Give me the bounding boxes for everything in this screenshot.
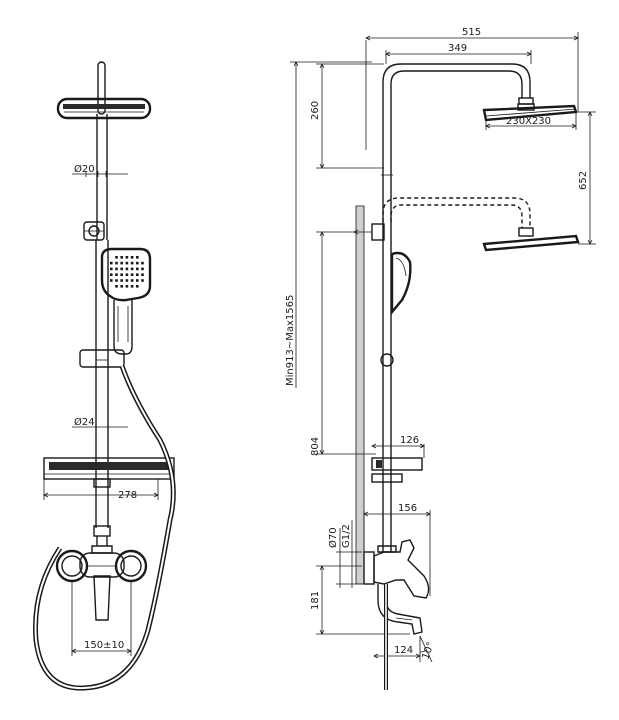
nozzle — [141, 279, 144, 282]
nozzle — [110, 279, 113, 282]
lower-pipe-dia-label: Ø24 — [74, 416, 95, 428]
nozzle — [136, 261, 139, 265]
mixer-depth-label: 156 — [398, 503, 417, 514]
nozzle — [115, 279, 118, 282]
dim-spout-height: 181 — [310, 565, 410, 635]
nozzle — [136, 256, 139, 259]
hand-shower-side — [380, 251, 412, 367]
nozzle — [120, 273, 123, 276]
nozzle — [130, 267, 134, 271]
head-drop-label: 260 — [310, 101, 321, 120]
nozzle — [115, 261, 118, 265]
dim-slide-range: 652 — [578, 111, 596, 245]
nozzle — [110, 273, 113, 276]
nozzle — [136, 267, 139, 271]
shelf-depth-label: 126 — [400, 435, 419, 446]
arm-reach-label: 349 — [448, 43, 467, 54]
dim-mixer-centers: 150±10 — [71, 581, 132, 656]
dim-spout-reach: 124 10° — [373, 635, 437, 663]
nozzle — [115, 285, 118, 288]
top-pipe-dia-label: Ø20 — [74, 163, 95, 175]
nozzle — [115, 256, 118, 259]
wall-flange-dia-label: Ø70 — [327, 527, 339, 548]
nozzle — [130, 273, 134, 276]
riser-side — [381, 174, 393, 528]
dim-shelf-height: 804 — [310, 231, 376, 456]
slide-range-label: 652 — [578, 171, 589, 190]
nozzle — [125, 267, 129, 271]
nozzle — [115, 273, 118, 276]
dim-wall-flange: Ø70 G1/2 — [327, 520, 362, 588]
upper-wall-bracket — [83, 221, 105, 241]
nozzle — [125, 261, 129, 265]
nozzle — [141, 273, 144, 276]
spout-angle-label: 10° — [420, 641, 436, 661]
nozzle — [141, 267, 144, 271]
dim-overall-reach: 515 — [365, 27, 579, 150]
spout-height-label: 181 — [310, 591, 321, 610]
nozzle — [110, 261, 113, 265]
overhead-shower-head-front — [56, 97, 152, 120]
nozzle — [110, 267, 113, 271]
nozzle — [130, 285, 134, 288]
side-view: 515 349 230X230 — [285, 27, 596, 690]
nozzle — [136, 285, 139, 288]
hand-shower-nozzles — [110, 256, 144, 288]
overhead-arm-lower-dashed — [382, 197, 580, 252]
mixer-centers-label: 150±10 — [84, 640, 124, 651]
shelf-front: 278 — [43, 457, 175, 501]
shower-hose — [33, 365, 176, 691]
nozzle — [130, 256, 134, 259]
nozzle — [125, 256, 129, 259]
dim-total-height: Min913~Max1565 — [285, 61, 372, 388]
shelf-side: 126 — [371, 435, 425, 483]
handshower-holder — [79, 349, 125, 368]
lower-riser-pipe — [95, 240, 109, 528]
nozzle — [136, 273, 139, 276]
nozzle — [120, 261, 123, 265]
dim-lower-pipe-dia: Ø24 — [72, 416, 128, 430]
shelf-height-label: 804 — [310, 437, 321, 456]
nozzle — [136, 279, 139, 282]
diverter-joint — [93, 525, 111, 546]
front-view: Ø20 — [33, 61, 176, 691]
overall-reach-label: 515 — [462, 27, 481, 38]
spout-reach-label: 124 — [394, 645, 413, 656]
upper-riser-pipe — [96, 61, 108, 240]
shelf-width-label: 278 — [118, 490, 137, 501]
nozzle — [120, 267, 123, 271]
nozzle — [120, 279, 123, 282]
thread-label: G1/2 — [341, 524, 352, 548]
hand-shower — [100, 247, 152, 355]
nozzle — [130, 261, 134, 265]
dim-top-pipe-dia: Ø20 — [72, 163, 128, 177]
wall-section — [355, 205, 365, 585]
nozzle — [125, 273, 129, 276]
dim-head-drop: 260 — [310, 63, 384, 169]
nozzle — [125, 285, 129, 288]
nozzle — [120, 256, 123, 259]
nozzle — [125, 279, 129, 282]
nozzle — [120, 285, 123, 288]
overhead-head-upper: 230X230 — [482, 103, 578, 130]
nozzle — [141, 261, 144, 265]
nozzle — [115, 267, 118, 271]
mixer-front — [55, 545, 148, 621]
total-height-label: Min913~Max1565 — [285, 295, 296, 386]
dim-arm-reach: 349 — [385, 43, 532, 64]
nozzle — [130, 279, 134, 282]
mixer-side — [363, 528, 430, 599]
head-size-label: 230X230 — [506, 116, 551, 127]
